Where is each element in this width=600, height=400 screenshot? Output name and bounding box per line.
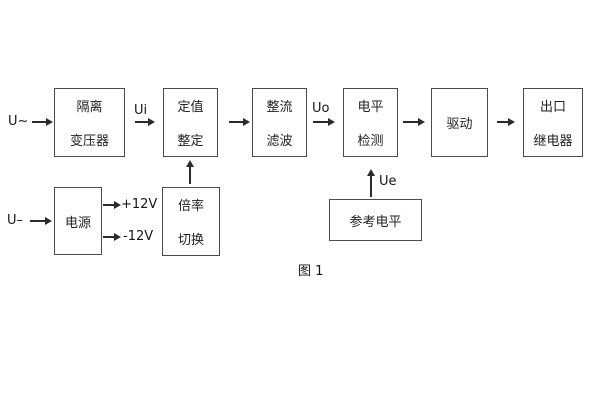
label-ui-signal: Ui <box>134 103 148 118</box>
arrow-level-to-driver <box>403 118 425 125</box>
block-label: 变压器 <box>69 133 109 149</box>
arrow-ac-input <box>32 118 53 125</box>
block-label: 切换 <box>177 232 204 248</box>
arrow-uo-signal <box>313 118 335 125</box>
label-ac-input: U~ <box>8 114 29 129</box>
block-driver: 驱动 <box>431 88 488 157</box>
arrow-plus12v <box>103 201 121 208</box>
label-ue-signal: Ue <box>379 174 397 189</box>
arrow-ui-signal <box>135 118 155 125</box>
block-setpoint-adjust: 定值 整定 <box>163 88 218 157</box>
block-label: 继电器 <box>533 133 573 149</box>
arrow-setpoint-to-rectifier <box>229 118 250 125</box>
label-dc-input: U– <box>7 213 24 228</box>
block-ratio-switch: 倍率 切换 <box>162 187 220 256</box>
block-label: 整定 <box>177 133 204 149</box>
label-uo-signal: Uo <box>312 101 330 116</box>
arrow-driver-to-relay <box>497 118 515 125</box>
figure-caption: 图 1 <box>298 264 324 279</box>
block-isolation-transformer: 隔离 变压器 <box>54 88 125 157</box>
block-label: 定值 <box>177 100 204 116</box>
block-label: 整流 <box>266 100 293 116</box>
label-plus12v-rail: +12V <box>121 197 158 212</box>
block-label: 检测 <box>357 133 384 149</box>
arrow-dc-input <box>30 217 52 224</box>
block-level-detector: 电平 检测 <box>343 88 398 157</box>
arrow-minus12v <box>103 233 121 240</box>
block-output-relay: 出口 继电器 <box>523 88 583 157</box>
block-rectifier-filter: 整流 滤波 <box>252 88 307 157</box>
block-label: 滤波 <box>266 133 293 149</box>
block-label: 出口 <box>539 100 566 116</box>
block-reference-level: 参考电平 <box>329 199 422 241</box>
label-minus12v-rail: -12V <box>123 229 154 244</box>
block-label: 驱动 <box>446 117 473 132</box>
arrow-ratio-to-setpoint <box>186 160 193 184</box>
block-label: 电源 <box>64 215 91 231</box>
block-label: 倍率 <box>177 199 204 215</box>
block-label: 电平 <box>357 100 384 116</box>
block-power-supply: 电源 <box>54 187 102 255</box>
block-label: 隔离 <box>76 100 103 116</box>
block-label: 参考电平 <box>349 214 402 230</box>
arrow-ue-to-level-detector <box>367 169 374 197</box>
